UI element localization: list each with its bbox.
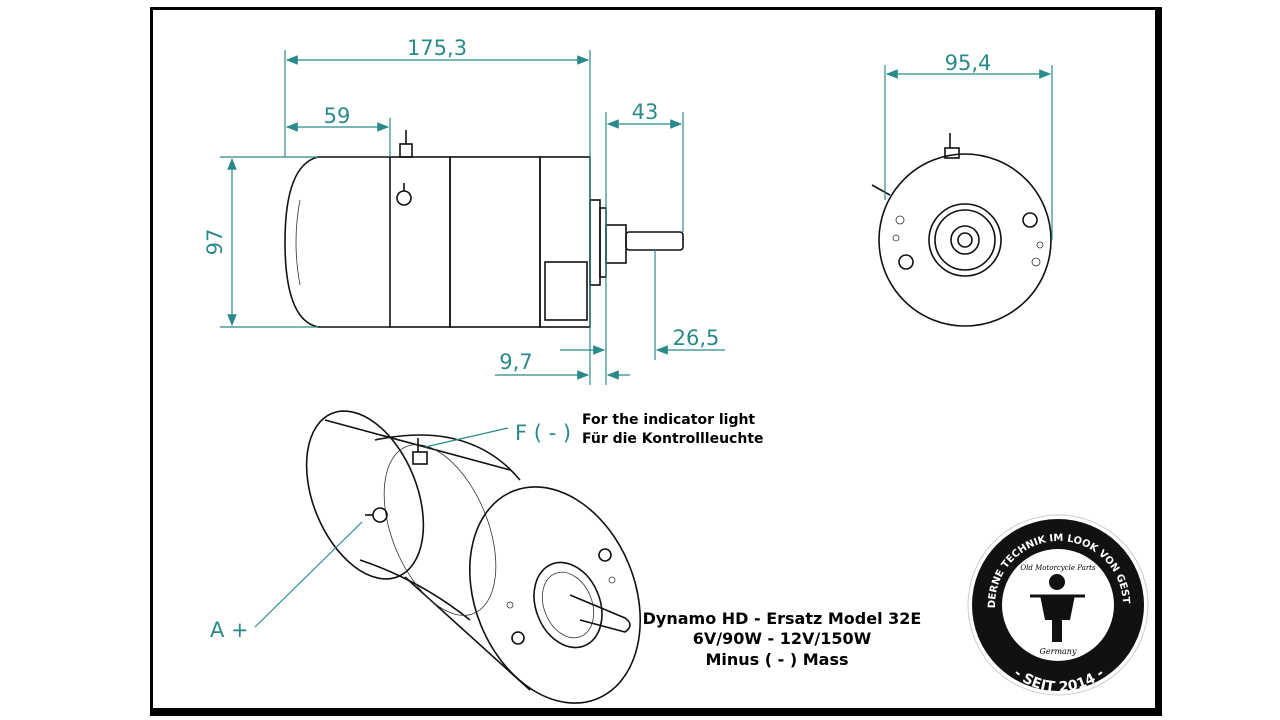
isometric-view — [305, 410, 642, 704]
dim-shaft-spline: 26,5 — [673, 326, 720, 350]
dim-flange-offset: 9,7 — [499, 350, 532, 374]
side-dimensions: 175,3 59 43 97 9,7 26,5 — [203, 36, 725, 385]
dim-end-diameter: 95,4 — [945, 51, 992, 75]
callouts: F ( - ) For the indicator light Für die … — [210, 412, 764, 642]
spec-line-1: Dynamo HD - Ersatz Model 32E — [643, 609, 922, 628]
spec-line-3: Minus ( - ) Mass — [705, 650, 848, 669]
dim-shaft-length: 43 — [632, 100, 659, 124]
callout-f-terminal: F ( - ) — [515, 421, 571, 445]
logo-country: Germany — [1040, 647, 1077, 656]
rider-icon — [1030, 574, 1085, 642]
dim-height: 97 — [203, 229, 227, 256]
callout-f-note-en: For the indicator light — [582, 412, 755, 428]
logo-brand: Old Motorcycle Parts — [1020, 564, 1096, 572]
end-view: 95,4 — [871, 51, 1053, 327]
dim-overall-length: 175,3 — [407, 36, 467, 60]
logo-top-text: MODERNE TECHNIK IM LOOK VON GESTERN — [0, 0, 1131, 608]
side-view — [284, 130, 684, 328]
spec-line-2: 6V/90W - 12V/150W — [693, 629, 872, 648]
dim-cap-length: 59 — [324, 104, 351, 128]
callout-a-terminal: A + — [210, 618, 249, 642]
spec-block: Dynamo HD - Ersatz Model 32E 6V/90W - 12… — [643, 609, 922, 669]
callout-f-note-de: Für die Kontrollleuchte — [582, 431, 764, 447]
brand-logo: MODERNE TECHNIK IM LOOK VON GESTERN - SE… — [0, 0, 1149, 696]
